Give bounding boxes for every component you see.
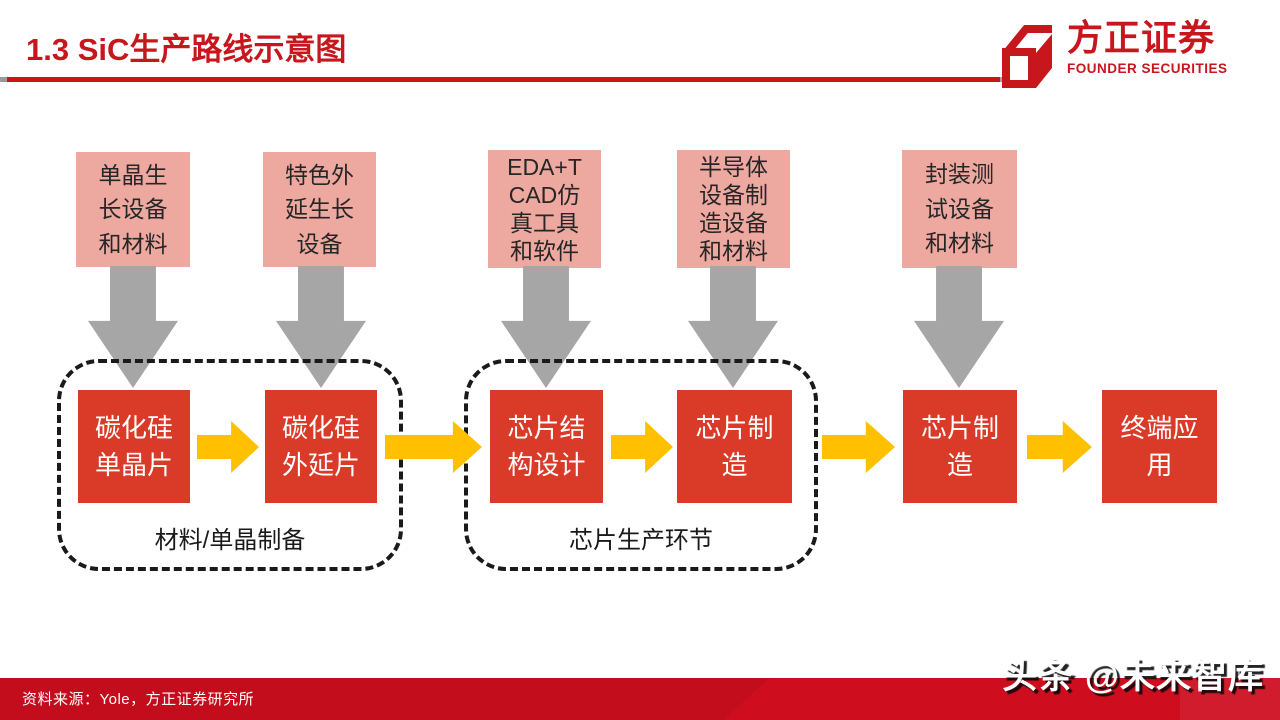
founder-cube-icon [1002,25,1052,88]
flow-box-label: 碳化硅 外延片 [281,413,360,480]
flow-box-label: 碳化硅 单晶片 [94,413,173,480]
flow-box-sic-monocrystal-wafer: 碳化硅 单晶片 [78,390,190,503]
flow-box-label: 芯片制 造 [920,413,999,480]
supply-box-crystal-growth-equipment: 单晶生 长设备 和材料 [76,152,190,267]
group-label: 芯片生产环节 [569,527,713,554]
supply-box-epitaxy-growth-equipment: 特色外 延生长 设备 [263,152,376,267]
group-label: 材料/单晶制备 [154,527,306,554]
group-chip-production: 芯片生产环节 [464,359,818,571]
logo-subtitle: FOUNDER SECURITIES [1067,60,1228,76]
flow-box-chip-manufacturing: 芯片制 造 [903,390,1017,503]
flow-box-sic-epitaxial-wafer: 碳化硅 外延片 [265,390,377,503]
down-arrow-icon [914,266,1004,388]
flow-box-chip-manufacturing: 芯片制 造 [677,390,792,503]
page-title: 1.3 SiC生产路线示意图 [26,32,347,67]
underline-left-cap [0,77,7,82]
supply-box-label: EDA+T CAD仿 真工具 和软件 [507,153,582,265]
footer-bar-shade [1180,678,1280,720]
flow-box-label: 芯片结 构设计 [507,413,586,480]
supply-box-packaging-test-equipment: 封装测 试设备 和材料 [902,150,1017,268]
flow-box-end-application: 终端应 用 [1102,390,1217,503]
supply-box-label: 单晶生 长设备 和材料 [98,161,168,257]
right-arrow-icon [1027,421,1092,473]
supply-box-semiconductor-equipment: 半导体 设备制 造设备 和材料 [677,150,790,268]
footer-bar [0,678,1280,720]
supply-box-label: 封装测 试设备 和材料 [925,161,994,257]
supply-box-label: 特色外 延生长 设备 [285,161,354,257]
supply-box-eda-tcad-tools: EDA+T CAD仿 真工具 和软件 [488,150,601,268]
company-logo: 方正证券 FOUNDER SECURITIES [1001,17,1228,90]
supply-box-label: 半导体 设备制 造设备 和材料 [699,153,768,265]
flow-box-label: 芯片制 造 [695,413,774,480]
source-note: 资料来源：Yole，方正证券研究所 [22,691,255,708]
right-arrow-icon [822,421,895,473]
group-material-crystal-preparation: 材料/单晶制备 [57,359,403,571]
watermark: 头条 @未来智库 [1002,657,1264,696]
footer-bar-shade [0,678,770,720]
flow-box-chip-structure-design: 芯片结 构设计 [490,390,603,503]
title-underline [0,77,1002,82]
logo-name: 方正证券 [1067,17,1216,58]
flow-box-label: 终端应 用 [1120,413,1199,480]
